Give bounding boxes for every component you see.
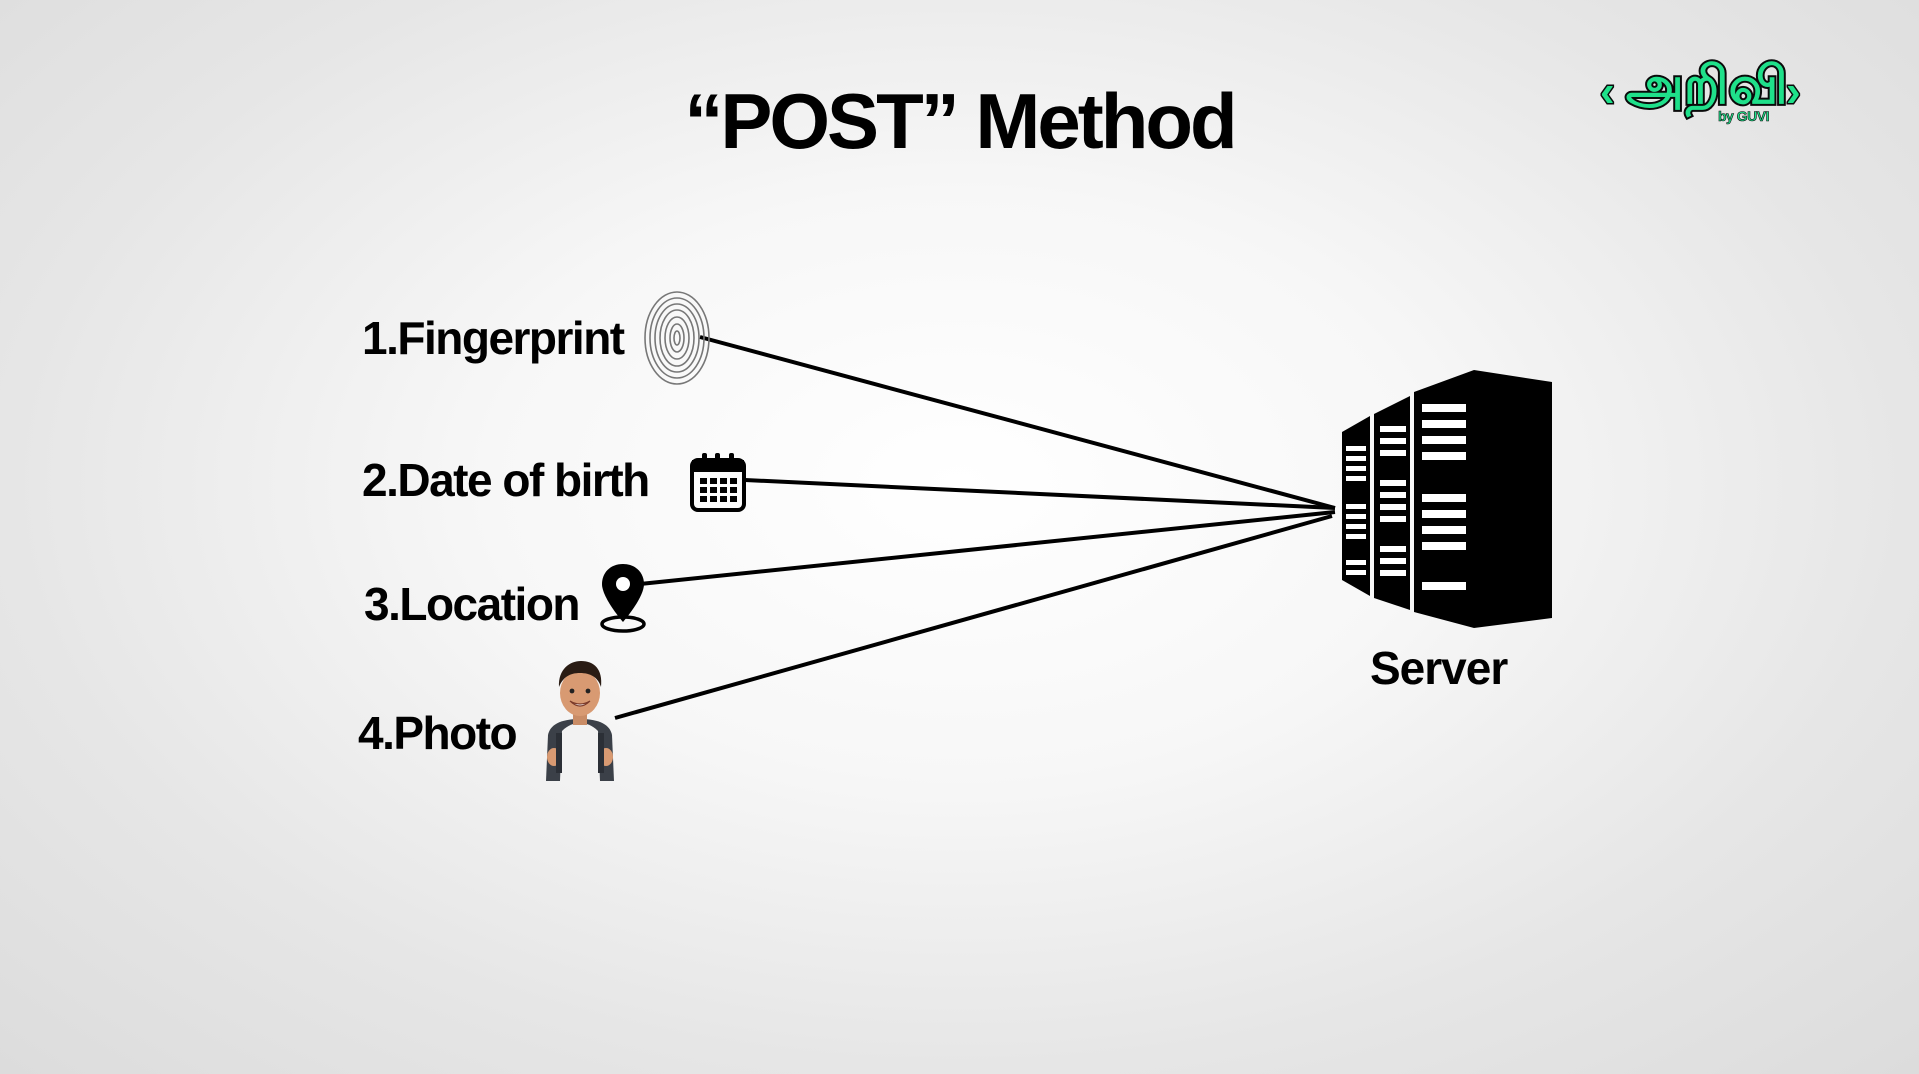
item-label-photo: 4.Photo xyxy=(358,707,518,759)
location-pin-icon xyxy=(600,564,646,633)
server-label: Server xyxy=(1370,642,1508,694)
fingerprint-icon xyxy=(644,291,710,385)
connector-photo xyxy=(614,514,1333,720)
connector-location xyxy=(639,510,1336,586)
logo-chevron-left: ‹ xyxy=(1599,67,1617,116)
server-rack-icon xyxy=(1342,370,1552,628)
child-photo xyxy=(546,661,614,781)
logo-chevron-right: › xyxy=(1785,67,1803,116)
calendar-icon xyxy=(690,453,746,512)
logo-wordmark: அறிவி xyxy=(1624,56,1790,116)
item-label-fingerprint: 1.Fingerprint xyxy=(362,312,625,364)
logo: ‹ அறிவி by GUVI › xyxy=(1599,56,1810,136)
connector-fingerprint xyxy=(699,335,1336,510)
item-label-date-of-birth: 2.Date of birth xyxy=(362,454,650,506)
page-title: “POST” Method xyxy=(684,77,1237,165)
item-label-location: 3.Location xyxy=(364,578,581,630)
logo-byline: by GUVI xyxy=(1718,108,1770,125)
connector-date-of-birth xyxy=(744,478,1336,510)
